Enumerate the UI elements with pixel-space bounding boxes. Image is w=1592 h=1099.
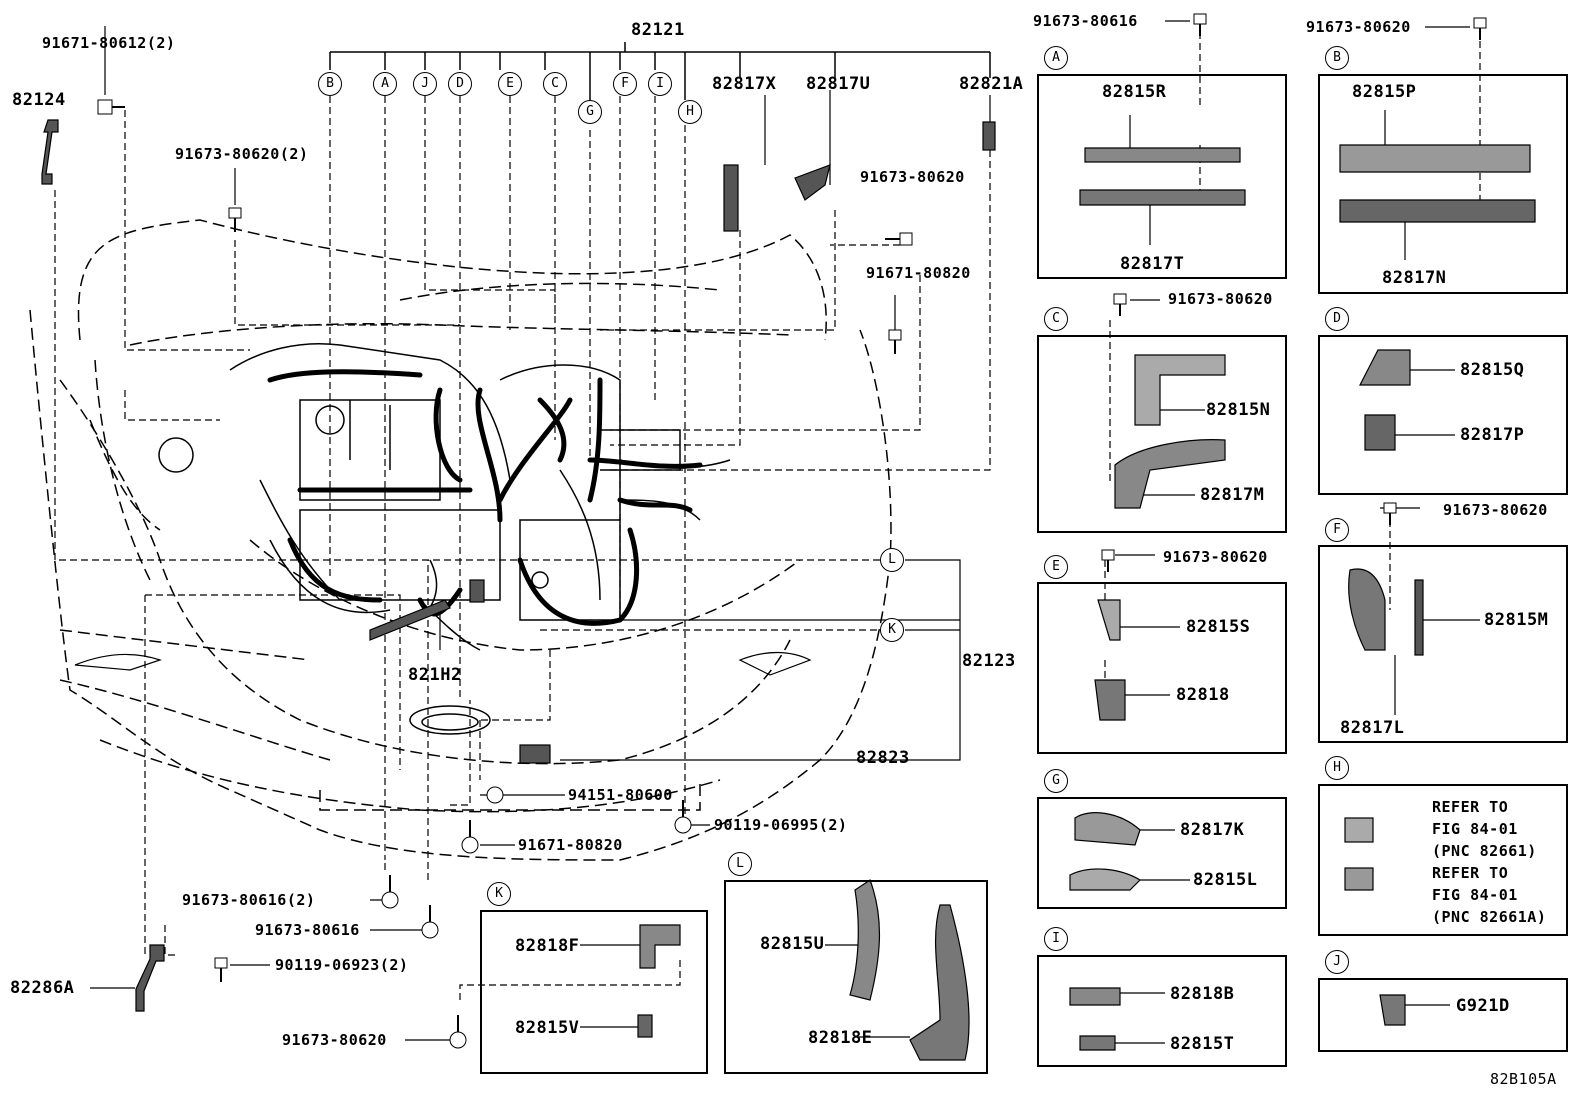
ref-circle-d[interactable]: D (448, 72, 472, 96)
inset-f-part-82817l[interactable]: 82817L (1340, 718, 1405, 738)
inset-i-part-82815t[interactable]: 82815T (1170, 1034, 1235, 1054)
inset-e-part-82815s[interactable]: 82815S (1186, 617, 1251, 637)
inset-box-g (1037, 797, 1287, 909)
inset-i-part-82818b[interactable]: 82818B (1170, 984, 1235, 1004)
inset-g-part-82817k[interactable]: 82817K (1180, 820, 1245, 840)
ref-circle-c[interactable]: C (543, 72, 567, 96)
inset-box-i (1037, 955, 1287, 1067)
inset-b-bolt-label[interactable]: 91673-80620 (1306, 18, 1411, 36)
part-label-821h2[interactable]: 821H2 (408, 665, 462, 685)
inset-l-part-82818e[interactable]: 82818E (808, 1028, 873, 1048)
ref-circle-e[interactable]: E (498, 72, 522, 96)
inset-b-part-82815p[interactable]: 82815P (1352, 82, 1417, 102)
inset-tag-f: F (1325, 518, 1349, 542)
inset-l-part-82815u[interactable]: 82815U (760, 934, 825, 954)
inset-tag-e: E (1044, 555, 1068, 579)
ref-circle-j[interactable]: J (413, 72, 437, 96)
ref-circle-b[interactable]: B (318, 72, 342, 96)
inset-box-h (1318, 784, 1568, 936)
diagram-code: 82B105A (1490, 1070, 1557, 1088)
bolt-label-91671-80612[interactable]: 91671-80612(2) (42, 34, 176, 52)
part-label-82286a[interactable]: 82286A (10, 978, 75, 998)
inset-d-part-82817p[interactable]: 82817P (1460, 425, 1525, 445)
inset-c-bolt-label[interactable]: 91673-80620 (1168, 290, 1273, 308)
part-label-82821a[interactable]: 82821A (959, 74, 1024, 94)
bolt-label-91673-80620-lower[interactable]: 91673-80620 (282, 1031, 387, 1049)
part-label-82124[interactable]: 82124 (12, 90, 66, 110)
ref-circle-i[interactable]: I (648, 72, 672, 96)
inset-h-fig-2: FIG 84-01 (1432, 886, 1518, 904)
part-label-82121[interactable]: 82121 (631, 20, 685, 40)
inset-tag-h: H (1325, 756, 1349, 780)
ref-circle-g[interactable]: G (578, 100, 602, 124)
inset-box-b (1318, 74, 1568, 294)
inset-e-part-82818[interactable]: 82818 (1176, 685, 1230, 705)
inset-h-refer-1: REFER TO (1432, 798, 1509, 816)
inset-f-part-82815m[interactable]: 82815M (1484, 610, 1549, 630)
ref-circle-k[interactable]: K (880, 618, 904, 642)
ref-circle-a[interactable]: A (373, 72, 397, 96)
part-label-82817u[interactable]: 82817U (806, 74, 871, 94)
inset-c-part-82817m[interactable]: 82817M (1200, 485, 1265, 505)
inset-h-fig-1: FIG 84-01 (1432, 820, 1518, 838)
inset-g-part-82815l[interactable]: 82815L (1193, 870, 1258, 890)
part-label-82823[interactable]: 82823 (856, 748, 910, 768)
inset-e-bolt-label[interactable]: 91673-80620 (1163, 548, 1268, 566)
inset-h-pnc-1[interactable]: (PNC 82661) (1432, 842, 1537, 860)
inset-tag-a: A (1044, 46, 1068, 70)
bolt-label-90119-06995[interactable]: 90119-06995(2) (714, 816, 848, 834)
bolt-label-91671-80820-lower[interactable]: 91671-80820 (518, 836, 623, 854)
part-label-82817x[interactable]: 82817X (712, 74, 777, 94)
inset-b-part-82817n[interactable]: 82817N (1382, 268, 1447, 288)
inset-f-bolt-label[interactable]: 91673-80620 (1443, 501, 1548, 519)
inset-box-c (1037, 335, 1287, 533)
bolt-label-91671-80820[interactable]: 91671-80820 (866, 264, 971, 282)
bolt-label-94151-80600[interactable]: 94151-80600 (568, 786, 673, 804)
inset-box-k (480, 910, 708, 1074)
ref-circle-l[interactable]: L (880, 548, 904, 572)
inset-a-part-82815r[interactable]: 82815R (1102, 82, 1167, 102)
ref-circle-h[interactable]: H (678, 100, 702, 124)
inset-k-part-82818f[interactable]: 82818F (515, 936, 580, 956)
inset-tag-l: L (728, 852, 752, 876)
inset-c-part-82815n[interactable]: 82815N (1206, 400, 1271, 420)
bolt-label-90119-06923[interactable]: 90119-06923(2) (275, 956, 409, 974)
bolt-label-91673-80616-2[interactable]: 91673-80616(2) (182, 891, 316, 909)
inset-h-refer-2: REFER TO (1432, 864, 1509, 882)
inset-a-bolt-label[interactable]: 91673-80616 (1033, 12, 1138, 30)
inset-tag-b: B (1325, 46, 1349, 70)
inset-a-part-82817t[interactable]: 82817T (1120, 254, 1185, 274)
inset-h-pnc-2[interactable]: (PNC 82661A) (1432, 908, 1547, 926)
inset-box-l (724, 880, 988, 1074)
bolt-label-91673-80616[interactable]: 91673-80616 (255, 921, 360, 939)
inset-j-part-g921d[interactable]: G921D (1456, 996, 1510, 1016)
bolt-label-91673-80620[interactable]: 91673-80620 (860, 168, 965, 186)
inset-k-part-82815v[interactable]: 82815V (515, 1018, 580, 1038)
inset-box-j (1318, 978, 1568, 1052)
inset-tag-i: I (1044, 927, 1068, 951)
inset-d-part-82815q[interactable]: 82815Q (1460, 360, 1525, 380)
inset-tag-k: K (487, 882, 511, 906)
part-label-82123[interactable]: 82123 (962, 651, 1016, 671)
inset-box-f (1318, 545, 1568, 743)
inset-tag-j: J (1325, 950, 1349, 974)
inset-tag-c: C (1044, 307, 1068, 331)
inset-box-d (1318, 335, 1568, 495)
inset-tag-d: D (1325, 307, 1349, 331)
ref-circle-f[interactable]: F (613, 72, 637, 96)
inset-box-a (1037, 74, 1287, 279)
inset-tag-g: G (1044, 769, 1068, 793)
inset-box-e (1037, 582, 1287, 754)
bolt-label-91673-80620-2[interactable]: 91673-80620(2) (175, 145, 309, 163)
